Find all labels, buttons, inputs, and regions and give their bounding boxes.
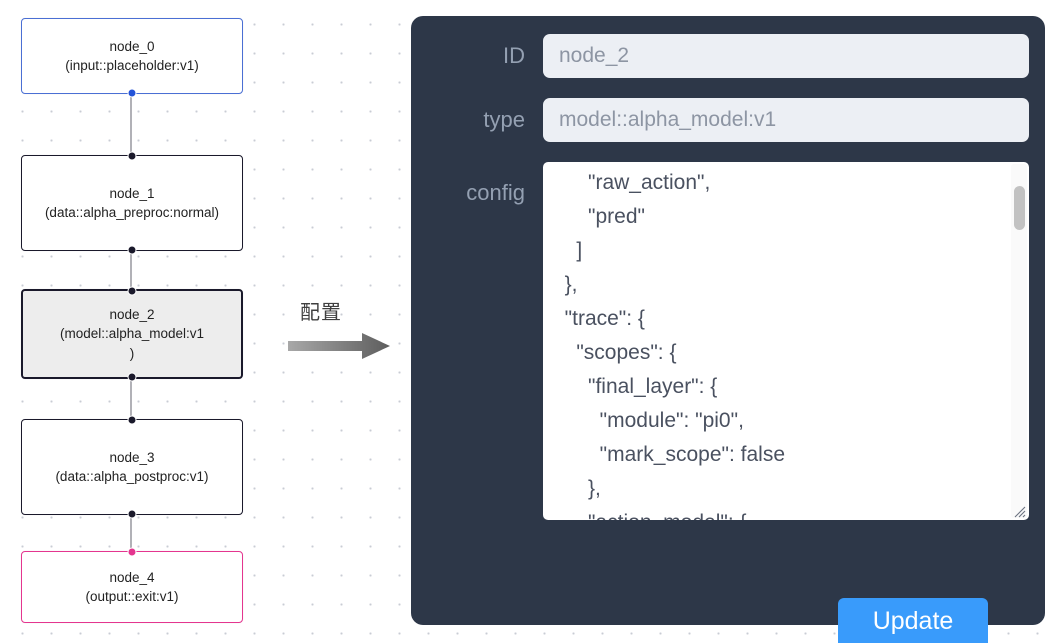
node-handle-target[interactable] bbox=[127, 151, 137, 161]
flow-node-label: node_4 (output::exit:v1) bbox=[85, 569, 179, 604]
type-input[interactable] bbox=[543, 98, 1029, 142]
node-config-panel: ID type config "raw_action", "pred" ] },… bbox=[411, 16, 1045, 643]
flow-node-label: node_3 (data::alpha_postproc:v1) bbox=[55, 449, 209, 484]
config-field-label: config bbox=[466, 180, 525, 205]
node-handle-source[interactable] bbox=[127, 509, 137, 519]
field-row-config: config "raw_action", "pred" ] }, "trace"… bbox=[427, 162, 1029, 520]
flow-node-label: node_2 (model::alpha_model:v1 ) bbox=[59, 307, 205, 361]
config-textarea-wrap: "raw_action", "pred" ] }, "trace": { "sc… bbox=[543, 162, 1029, 520]
id-input[interactable] bbox=[543, 34, 1029, 78]
field-row-id: ID bbox=[427, 34, 1029, 78]
node-handle-source[interactable] bbox=[127, 88, 137, 98]
flow-node-node_3[interactable]: node_3 (data::alpha_postproc:v1) bbox=[21, 415, 243, 519]
type-field-label: type bbox=[483, 107, 525, 132]
field-row-type: type bbox=[427, 98, 1029, 142]
node-handle-target[interactable] bbox=[127, 286, 137, 296]
transition-label: 配置 bbox=[300, 300, 342, 324]
flow-node-node_4[interactable]: node_4 (output::exit:v1) bbox=[21, 547, 243, 623]
flow-node-node_0[interactable]: node_0 (input::placeholder:v1) bbox=[21, 18, 243, 98]
arrow-right-icon bbox=[288, 333, 390, 359]
flow-node-node_1[interactable]: node_1 (data::alpha_preproc:normal) bbox=[21, 151, 243, 255]
config-scrollbar[interactable] bbox=[1011, 164, 1027, 518]
config-scrollbar-thumb[interactable] bbox=[1014, 186, 1025, 230]
edge-node0-node1 bbox=[130, 94, 132, 156]
flow-node-label: node_0 (input::placeholder:v1) bbox=[65, 38, 199, 73]
edge-node3-node4 bbox=[130, 515, 132, 552]
flow-node-label: node_1 (data::alpha_preproc:normal) bbox=[44, 185, 220, 220]
transition-annotation: 配置 bbox=[288, 296, 398, 366]
node-handle-target[interactable] bbox=[127, 547, 137, 557]
flow-node-node_2[interactable]: node_2 (model::alpha_model:v1 ) bbox=[21, 286, 243, 382]
node-handle-target[interactable] bbox=[127, 415, 137, 425]
edge-node2-node3 bbox=[130, 379, 132, 420]
edge-node1-node2 bbox=[130, 251, 132, 290]
id-field-label: ID bbox=[503, 43, 525, 68]
node-handle-source[interactable] bbox=[127, 372, 137, 382]
node-handle-source[interactable] bbox=[127, 245, 137, 255]
config-textarea[interactable]: "raw_action", "pred" ] }, "trace": { "sc… bbox=[543, 162, 1029, 520]
update-button[interactable]: Update bbox=[838, 598, 988, 643]
